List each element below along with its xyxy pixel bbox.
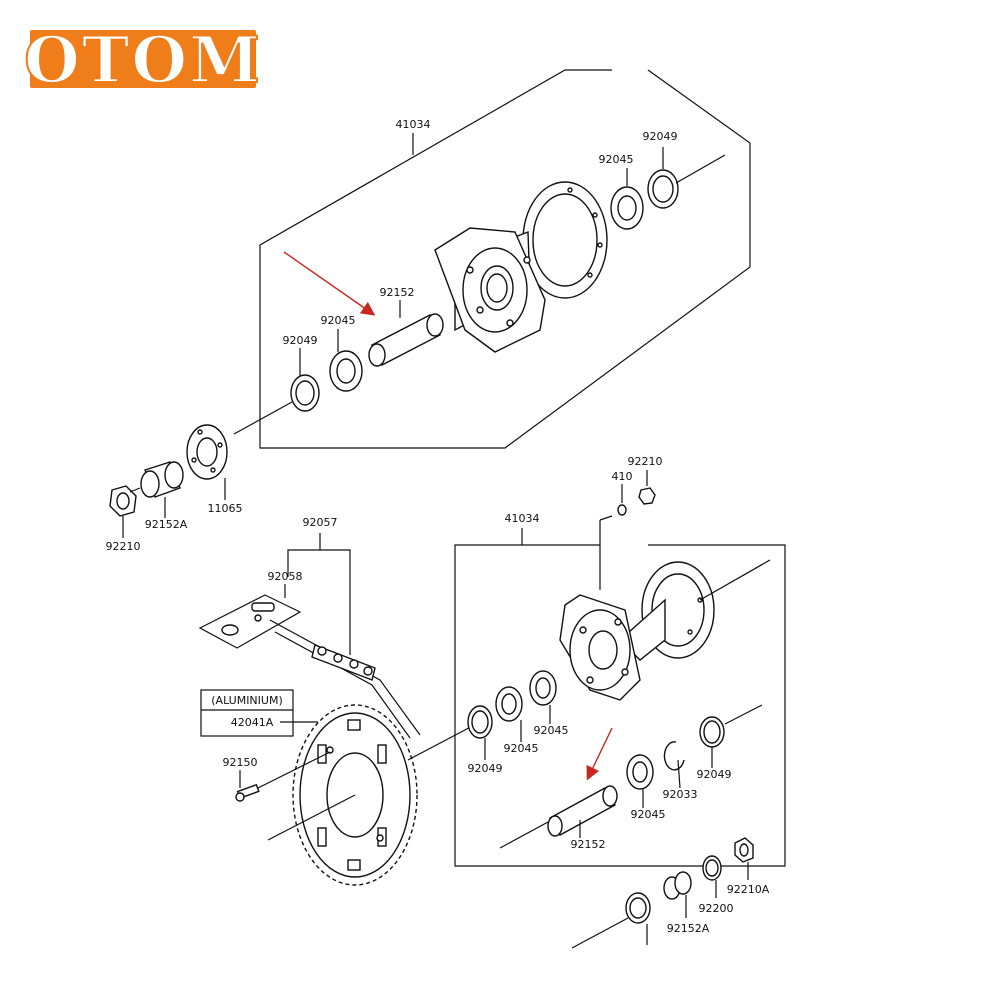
label-92210-upper: 92210: [106, 540, 141, 553]
bolt-92150: [235, 783, 260, 802]
lower-assembly: (ALUMINIUM) 42041A: [198, 455, 786, 949]
label-92045-upper-right: 92045: [599, 153, 634, 166]
label-42041A: 42041A: [231, 716, 274, 729]
washer-410: [617, 504, 627, 516]
bearing-92045-lower-right: [626, 754, 654, 790]
label-92210A: 92210A: [727, 883, 770, 896]
chain-link-plate: [198, 594, 302, 649]
red-arrow-upper: [283, 251, 376, 316]
label-92152-upper: 92152: [380, 286, 415, 299]
label-92045-lower-a: 92045: [504, 742, 539, 755]
label-92210-small: 92210: [628, 455, 663, 468]
label-92033: 92033: [663, 788, 698, 801]
label-92049-upper-right: 92049: [643, 130, 678, 143]
washer-92200: [702, 855, 722, 881]
lower-frame: [454, 544, 786, 867]
bearing-92045-upper-right: [610, 186, 644, 230]
label-92152A-lower: 92152A: [667, 922, 710, 935]
label-92058: 92058: [268, 570, 303, 583]
chain-92057: [269, 619, 421, 739]
nut-92210-small: [638, 487, 656, 505]
label-92045-upper-left: 92045: [321, 314, 356, 327]
upper-frame: [259, 69, 751, 449]
plate-11065: [186, 424, 228, 480]
collar-92152-upper: [368, 313, 444, 367]
spacer-92152A-lower: [663, 871, 692, 900]
rear-hub-upper: [434, 181, 608, 353]
nut-92210-upper: [109, 485, 137, 517]
label-92045-lower-right: 92045: [631, 808, 666, 821]
logo-text: OTOM: [24, 23, 262, 98]
label-41034-upper: 41034: [396, 118, 431, 131]
seal-92049-upper-left: [290, 374, 320, 412]
label-92049-lower-left: 92049: [468, 762, 503, 775]
spacer-92152A-upper: [140, 461, 184, 498]
seal-lower-outside: [625, 892, 651, 924]
seal-92049-lower-left: [467, 705, 493, 739]
sprocket-note-box: [200, 689, 294, 737]
circlip-92033: [663, 741, 685, 771]
seal-92049-upper-right: [647, 169, 679, 209]
label-410: 410: [612, 470, 633, 483]
label-92057: 92057: [303, 516, 338, 529]
label-92152A-upper: 92152A: [145, 518, 188, 531]
label-92045-lower-b: 92045: [534, 724, 569, 737]
rear-hub-lower: [559, 561, 715, 701]
label-11065: 11065: [208, 502, 243, 515]
label-92150: 92150: [223, 756, 258, 769]
bearing-92045-lower-b: [529, 670, 557, 706]
seal-92049-lower-right: [699, 716, 725, 748]
label-92049-lower-right: 92049: [697, 768, 732, 781]
label-92200: 92200: [699, 902, 734, 915]
chain-link-92058: [221, 602, 275, 636]
label-92152-lower: 92152: [571, 838, 606, 851]
bearing-92045-lower-a: [495, 686, 523, 722]
bearing-92045-upper-left: [329, 350, 363, 392]
axle-nut-92210A: [734, 837, 754, 863]
label-41034-lower: 41034: [505, 512, 540, 525]
brand-logo: OTOM: [23, 22, 262, 99]
red-arrow-lower: [586, 727, 613, 781]
label-92049-upper-left: 92049: [283, 334, 318, 347]
upper-assembly: 41034 92045 92049 92152 92045 92049 1106…: [106, 69, 751, 553]
label-aluminium: (ALUMINIUM): [211, 694, 283, 707]
collar-92152-lower: [547, 785, 618, 837]
